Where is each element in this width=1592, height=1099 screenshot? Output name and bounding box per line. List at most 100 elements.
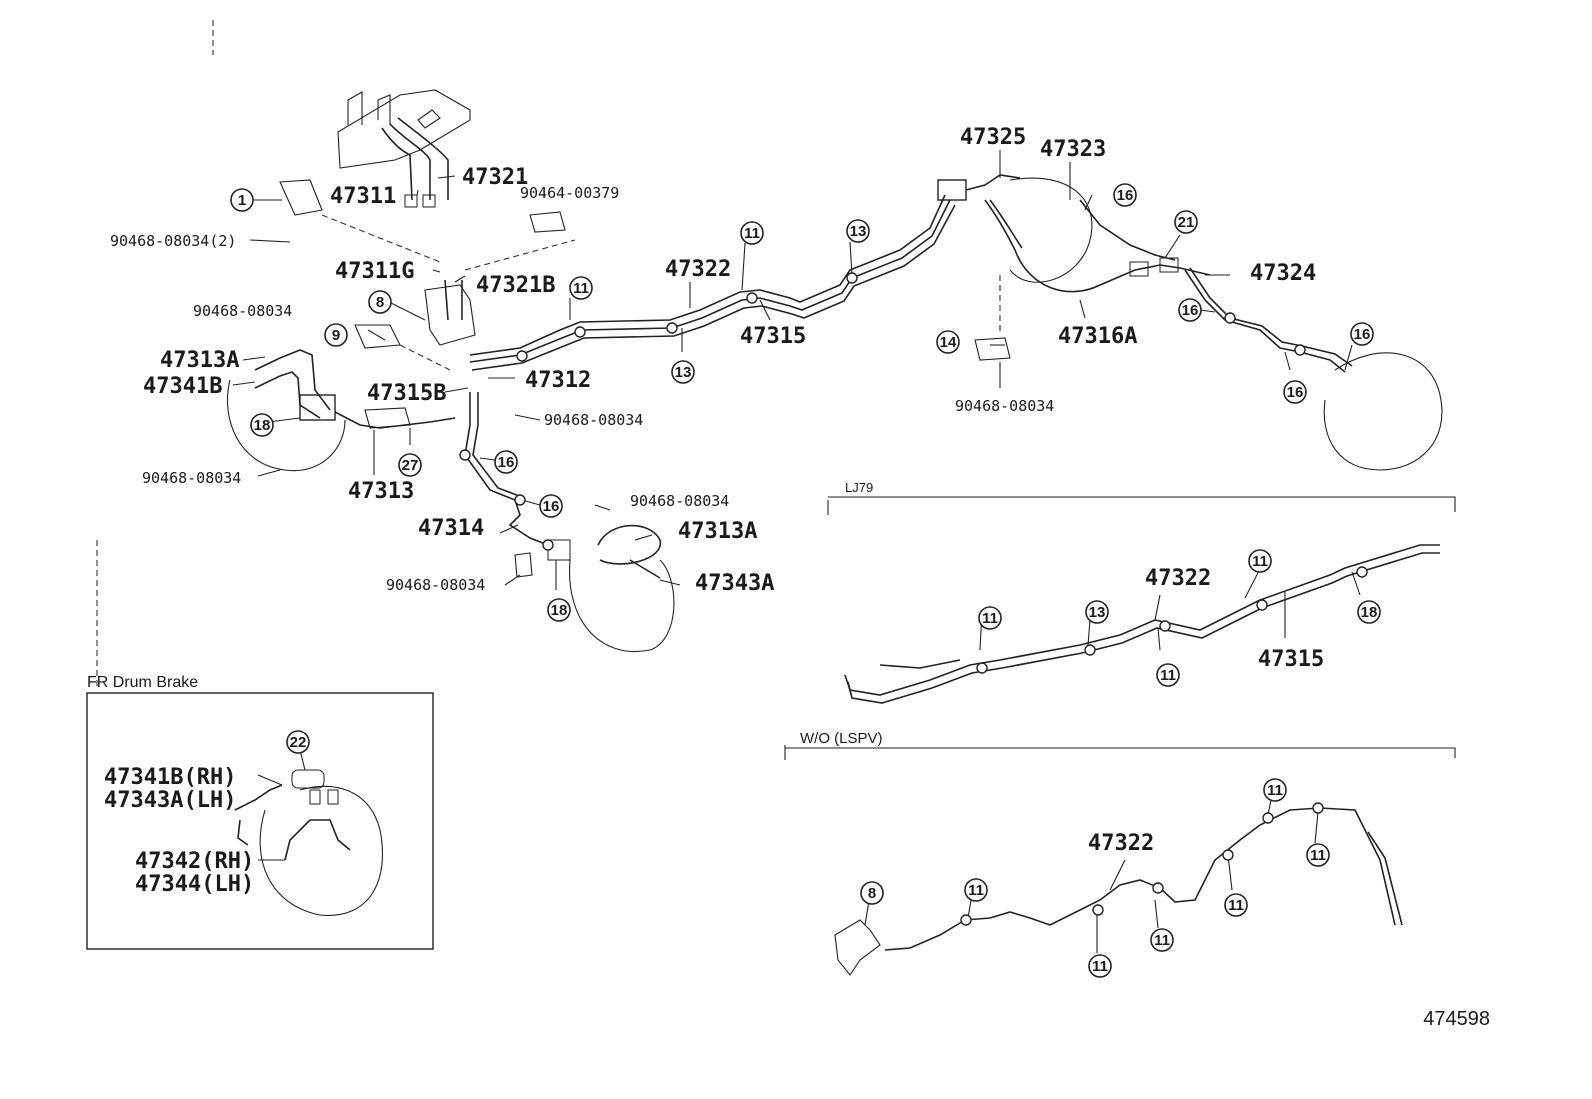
- label-47344-lh: 47344(LH): [135, 872, 254, 897]
- label-47324: 47324: [1250, 261, 1316, 286]
- svg-text:18: 18: [551, 602, 568, 619]
- bolt-90468: [249, 239, 291, 243]
- callout-16: 16: [1113, 183, 1137, 207]
- svg-text:18: 18: [254, 417, 271, 434]
- svg-text:22: 22: [290, 734, 307, 751]
- section-title-lj79: LJ79: [845, 480, 873, 495]
- svg-text:14: 14: [940, 334, 957, 351]
- callout-18: 18: [250, 413, 274, 437]
- label-47321: 47321: [462, 165, 528, 190]
- svg-text:16: 16: [1287, 384, 1304, 401]
- fr-drum-brake-box: [86, 692, 434, 950]
- label-47322-lj79: 47322: [1145, 566, 1211, 591]
- svg-text:11: 11: [1092, 958, 1108, 975]
- rear-axle-lines: [984, 177, 1443, 471]
- label-47316a: 47316A: [1058, 324, 1137, 349]
- svg-text:16: 16: [1182, 302, 1199, 319]
- callout-8: 8: [368, 290, 392, 314]
- callout-16: 16: [1283, 380, 1307, 404]
- callout-11: 11: [964, 878, 988, 902]
- label-47313a: 47313A: [160, 348, 239, 373]
- label-47325: 47325: [960, 125, 1026, 150]
- callout-18: 18: [1357, 600, 1381, 624]
- svg-text:13: 13: [850, 223, 867, 240]
- label-47311: 47311: [330, 184, 396, 209]
- label-47323: 47323: [1040, 137, 1106, 162]
- pipe-clamps: [459, 272, 1368, 926]
- callout-11: 11: [1306, 843, 1330, 867]
- section-title-fr-drum-brake: FR Drum Brake: [87, 674, 198, 691]
- label-47315: 47315: [740, 324, 806, 349]
- callout-11: 11: [1263, 778, 1287, 802]
- callout-16: 16: [1350, 322, 1374, 346]
- callouts: 1 8 9 11 11 13 13 16 16 16 16 16 16 18 1…: [230, 183, 1381, 978]
- section-lj79: [827, 496, 1456, 704]
- label-47314: 47314: [418, 516, 484, 541]
- svg-text:18: 18: [1361, 604, 1378, 621]
- svg-text:8: 8: [868, 885, 876, 902]
- callout-13: 13: [1085, 600, 1109, 624]
- callout-11: 11: [1248, 549, 1272, 573]
- label-90468-08034: 90468-08034: [193, 302, 292, 320]
- svg-text:11: 11: [1252, 553, 1268, 570]
- label-90468-08034: 90468-08034: [630, 492, 729, 510]
- label-47343a-lh: 47343A(LH): [104, 788, 236, 813]
- svg-text:11: 11: [1228, 897, 1244, 914]
- svg-text:11: 11: [968, 882, 984, 899]
- section-wo-lspv: [784, 745, 1456, 976]
- svg-text:27: 27: [402, 457, 419, 474]
- front-left-brake: [226, 349, 456, 472]
- callout-11: 11: [740, 221, 764, 245]
- callout-11: 11: [569, 276, 593, 300]
- svg-text:13: 13: [675, 364, 692, 381]
- svg-text:11: 11: [744, 225, 760, 242]
- svg-text:1: 1: [238, 192, 246, 209]
- svg-text:16: 16: [543, 498, 560, 515]
- callout-13: 13: [671, 360, 695, 384]
- label-47343a: 47343A: [695, 571, 774, 596]
- svg-text:11: 11: [1154, 932, 1170, 949]
- part-labels: 47321 47311 90464-00379 90468-08034(2) 4…: [104, 125, 1324, 897]
- svg-text:11: 11: [1310, 847, 1326, 864]
- callout-11: 11: [1224, 893, 1248, 917]
- callout-16: 16: [494, 450, 518, 474]
- label-90468-08034: 90468-08034: [386, 576, 485, 594]
- callout-11: 11: [1150, 928, 1174, 952]
- label-47322: 47322: [665, 257, 731, 282]
- label-47315-lj79: 47315: [1258, 647, 1324, 672]
- callout-11: 11: [978, 606, 1002, 630]
- svg-text:9: 9: [332, 327, 340, 344]
- bracket-part-14: [974, 337, 1011, 361]
- section-title-wo-lspv: W/O (LSPV): [800, 730, 883, 747]
- svg-text:13: 13: [1089, 604, 1106, 621]
- diagram-id: 474598: [1423, 1008, 1490, 1030]
- callout-16: 16: [539, 494, 563, 518]
- label-90468-08034: 90468-08034: [142, 469, 241, 487]
- svg-text:8: 8: [376, 294, 384, 311]
- callout-9: 9: [324, 323, 348, 347]
- label-47313: 47313: [348, 479, 414, 504]
- label-90464-00379: 90464-00379: [520, 184, 619, 202]
- callout-11: 11: [1088, 954, 1112, 978]
- callout-11: 11: [1156, 663, 1180, 687]
- label-47341b: 47341B: [143, 374, 222, 399]
- callout-13: 13: [846, 219, 870, 243]
- label-47322-wo-lspv: 47322: [1088, 831, 1154, 856]
- svg-text:11: 11: [1267, 782, 1283, 799]
- master-cylinder: [337, 89, 471, 208]
- callout-27: 27: [398, 453, 422, 477]
- label-47341b-rh: 47341B(RH): [104, 765, 236, 790]
- svg-text:16: 16: [1117, 187, 1134, 204]
- svg-text:11: 11: [1160, 667, 1176, 684]
- callout-8: 8: [860, 881, 884, 905]
- svg-text:21: 21: [1178, 214, 1195, 231]
- label-47315b: 47315B: [367, 381, 446, 406]
- svg-text:16: 16: [1354, 326, 1371, 343]
- label-47321b: 47321B: [476, 273, 555, 298]
- svg-text:11: 11: [573, 280, 589, 297]
- callout-14: 14: [936, 330, 960, 354]
- leader-dashed: [464, 239, 576, 271]
- label-90468-08034: 90468-08034: [955, 397, 1054, 415]
- callout-18: 18: [547, 598, 571, 622]
